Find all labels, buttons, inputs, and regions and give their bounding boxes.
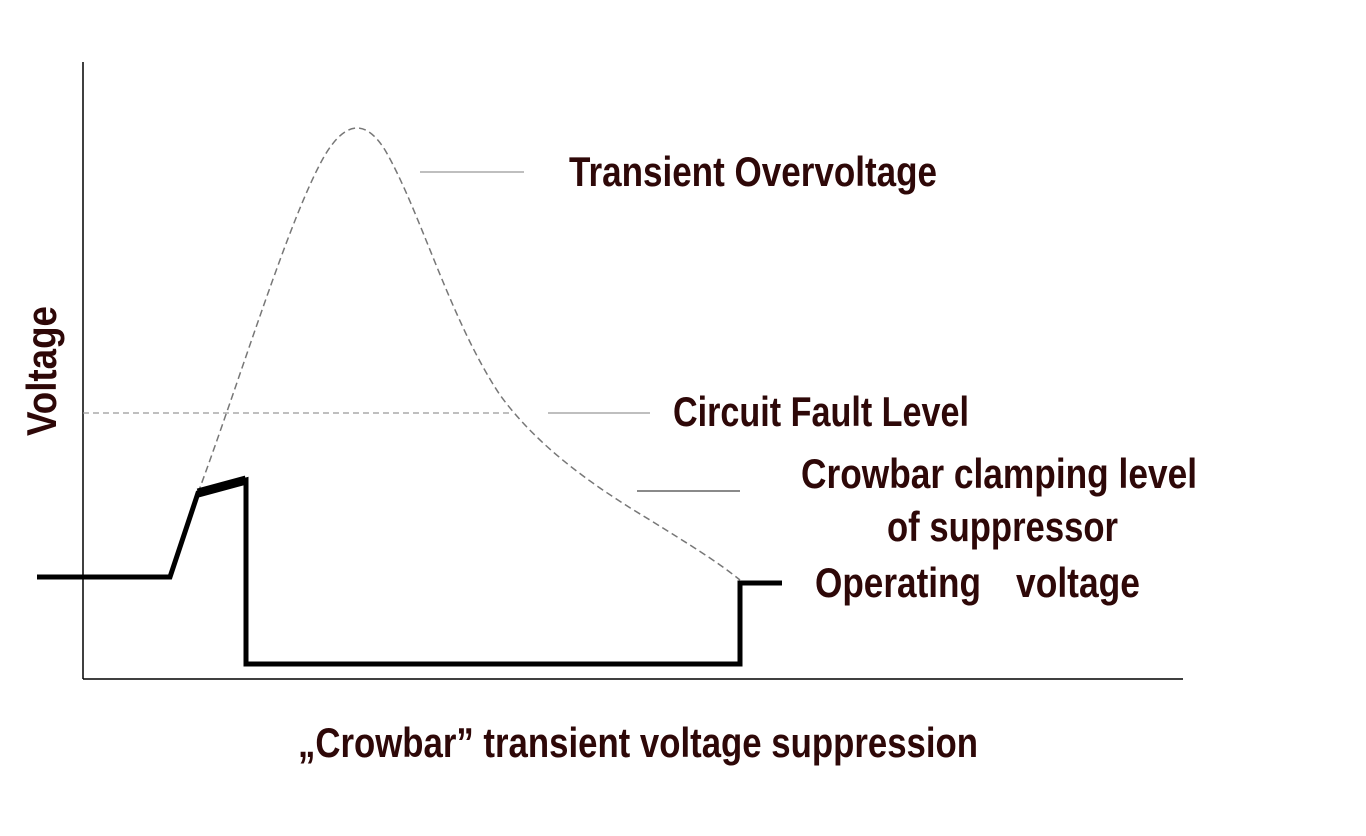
clamp-top-thickening [196, 475, 248, 498]
operating-voltage-label-word2: voltage [1016, 559, 1140, 606]
diagram-caption: „Crowbar” transient voltage suppression [298, 719, 978, 766]
crowbar-waveform [37, 476, 782, 667]
transient-overvoltage-curve [197, 127, 741, 581]
operating-voltage-label-word1: Operating [815, 559, 981, 606]
y-axis-label: Voltage [18, 306, 65, 436]
clamping-level-label-line2: of suppressor [887, 503, 1118, 550]
clamping-level-label-line1: Crowbar clamping level [801, 450, 1197, 497]
circuit-fault-level-label: Circuit Fault Level [673, 388, 969, 435]
transient-overvoltage-label: Transient Overvoltage [569, 148, 937, 195]
